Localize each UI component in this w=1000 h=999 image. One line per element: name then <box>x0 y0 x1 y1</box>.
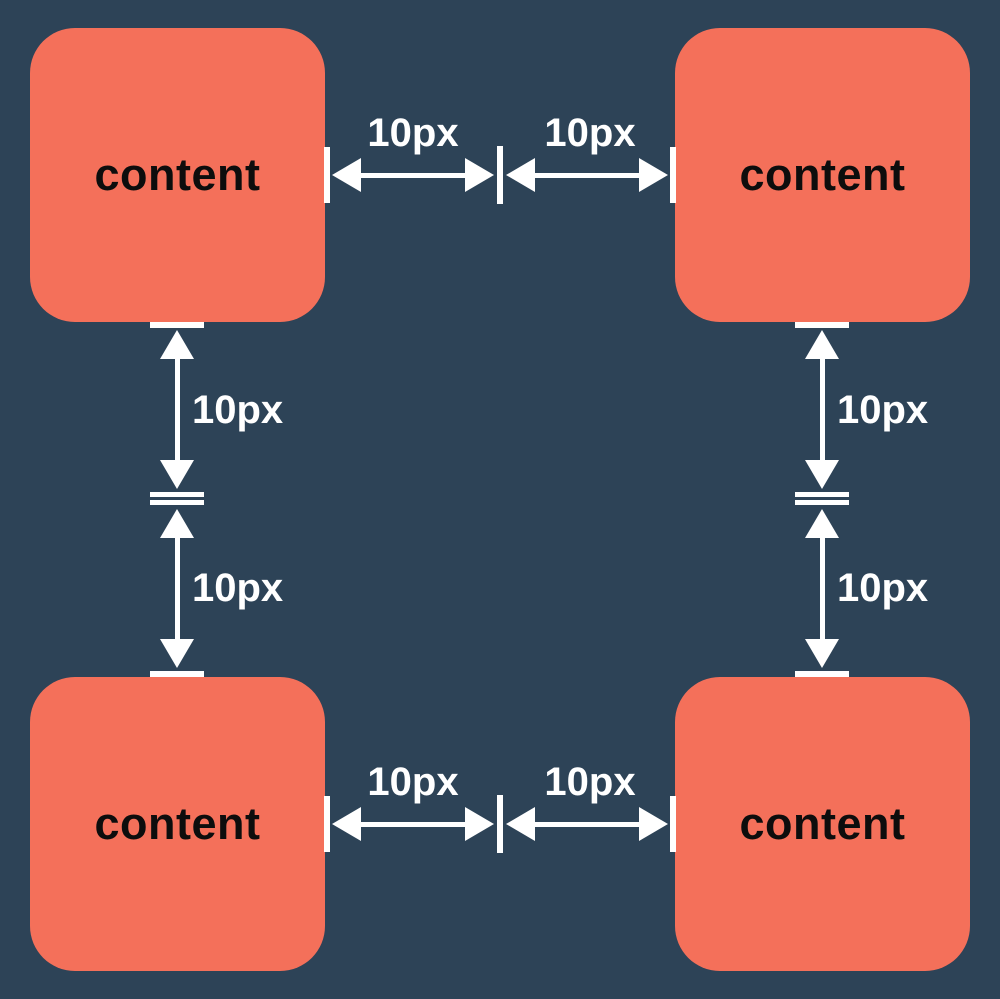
arrowhead-down-icon <box>805 460 839 489</box>
horizontal-arrow-icon <box>506 807 668 841</box>
arrowhead-right-icon <box>465 158 494 192</box>
content-box-top-left: content <box>30 28 325 322</box>
vertical-arrow-icon <box>805 509 839 668</box>
arrowhead-down-icon <box>160 460 194 489</box>
content-label: content <box>94 149 261 200</box>
margin-edge-tick <box>150 671 204 677</box>
horizontal-arrow-icon <box>506 158 668 192</box>
margin-boundary-tick <box>497 146 503 204</box>
margin-boundary-tick <box>795 492 849 497</box>
arrow-shaft <box>512 821 662 827</box>
gap-size-label: 10px <box>544 111 636 155</box>
margin-edge-tick <box>795 322 849 328</box>
arrowhead-right-icon <box>465 807 494 841</box>
gap-size-label: 10px <box>192 388 284 432</box>
margin-boundary-tick <box>150 500 204 505</box>
arrowhead-right-icon <box>639 158 668 192</box>
margin-boundary-tick <box>150 492 204 497</box>
vertical-arrow-icon <box>160 330 194 489</box>
content-box-top-right: content <box>675 28 970 322</box>
arrow-shaft <box>174 515 180 662</box>
arrow-shaft <box>819 515 825 662</box>
vertical-arrow-icon <box>805 330 839 489</box>
horizontal-arrow-icon <box>332 807 494 841</box>
horizontal-arrow-icon <box>332 158 494 192</box>
arrowhead-down-icon <box>160 639 194 668</box>
gap-size-label: 10px <box>837 388 929 432</box>
margin-edge-tick <box>670 147 676 203</box>
margin-boundary-tick <box>497 795 503 853</box>
vertical-arrow-icon <box>160 509 194 668</box>
arrow-shaft <box>338 172 488 178</box>
margin-edge-tick <box>795 671 849 677</box>
margin-edge-tick <box>324 147 330 203</box>
arrowhead-down-icon <box>805 639 839 668</box>
gap-size-label: 10px <box>192 566 284 610</box>
gap-size-label: 10px <box>544 760 636 804</box>
margin-boundary-tick <box>795 500 849 505</box>
content-label: content <box>739 798 906 849</box>
content-box-bottom-left: content <box>30 677 325 971</box>
gap-size-label: 10px <box>367 760 459 804</box>
arrow-shaft <box>338 821 488 827</box>
content-label: content <box>94 798 261 849</box>
margin-edge-tick <box>670 796 676 852</box>
arrow-shaft <box>174 336 180 483</box>
gap-size-label: 10px <box>367 111 459 155</box>
content-box-bottom-right: content <box>675 677 970 971</box>
arrowhead-right-icon <box>639 807 668 841</box>
content-label: content <box>739 149 906 200</box>
arrow-shaft <box>819 336 825 483</box>
margin-edge-tick <box>150 322 204 328</box>
margin-edge-tick <box>324 796 330 852</box>
arrow-shaft <box>512 172 662 178</box>
gap-size-label: 10px <box>837 566 929 610</box>
